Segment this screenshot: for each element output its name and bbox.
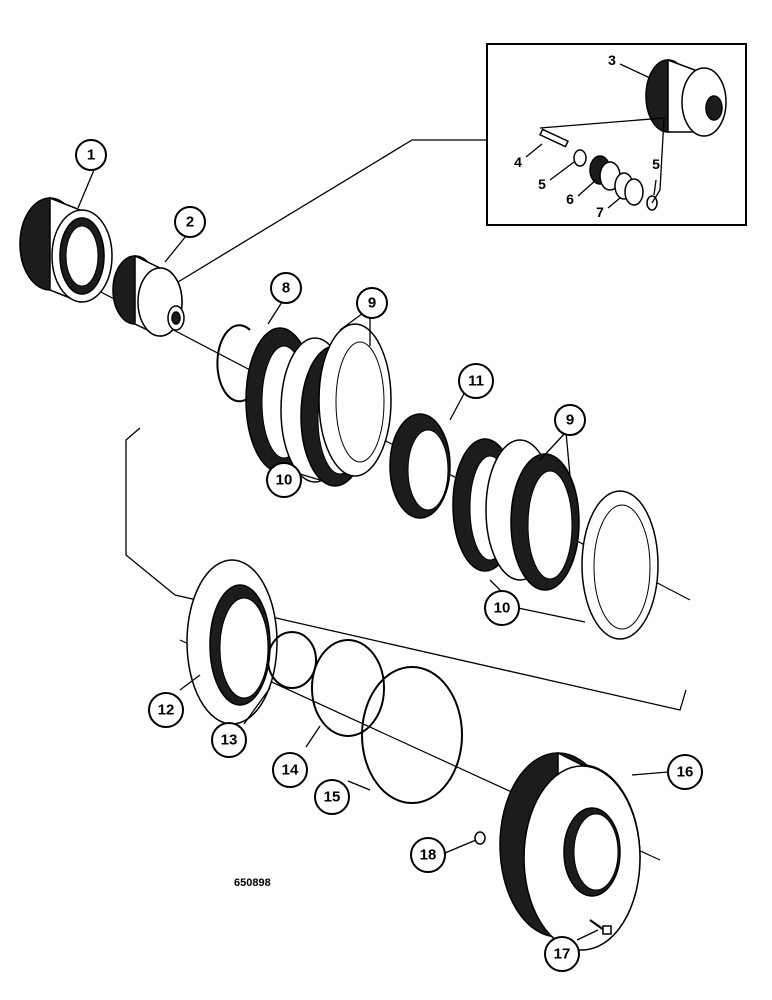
callout-16: 16 (667, 754, 703, 790)
callout-3-label: 3 (608, 52, 616, 68)
clutch-housing-part (499, 751, 641, 951)
callout-15: 15 (314, 779, 350, 815)
callout-1: 1 (75, 139, 107, 171)
inset-leader-line (177, 139, 487, 283)
callout-17: 17 (544, 936, 580, 972)
group-bracket (125, 427, 687, 711)
callout-17-label: 17 (554, 946, 571, 963)
callout-8-label: 8 (282, 280, 290, 297)
callout-2-label: 2 (186, 214, 194, 231)
callout-12: 12 (148, 692, 184, 728)
callout-leaders (77, 63, 669, 941)
callout-9a-label: 9 (368, 295, 376, 312)
inset-carrier-part (645, 58, 727, 137)
seal-15-part (361, 666, 463, 804)
callout-5b-label: 5 (652, 156, 660, 172)
callout-11: 11 (458, 363, 494, 399)
callout-10b: 10 (484, 590, 520, 626)
callout-14-label: 14 (282, 762, 299, 779)
seal-14-part (311, 639, 385, 737)
callout-12-label: 12 (158, 702, 175, 719)
callout-18: 18 (410, 837, 446, 873)
callout-10a-label: 10 (276, 472, 293, 489)
callout-13-label: 13 (221, 732, 238, 749)
bolt-part (589, 919, 612, 935)
callout-9b: 9 (554, 404, 586, 436)
plug-part (474, 831, 486, 845)
callout-18-label: 18 (420, 847, 437, 864)
clutch-pack-2 (452, 438, 659, 640)
ring-gear-part (19, 196, 113, 303)
callout-7-label: 7 (596, 204, 604, 220)
callout-10a: 10 (266, 462, 302, 498)
callout-13: 13 (211, 722, 247, 758)
clutch-hub-part (389, 413, 451, 519)
seal-13-part (267, 631, 317, 689)
callout-6-label: 6 (566, 191, 574, 207)
callout-16-label: 16 (677, 764, 694, 781)
callout-2: 2 (174, 206, 206, 238)
callout-9b-label: 9 (566, 412, 574, 429)
callout-11-label: 11 (468, 373, 484, 390)
callout-15-label: 15 (324, 789, 341, 806)
callout-14: 14 (272, 752, 308, 788)
callout-1-label: 1 (87, 147, 95, 164)
inset-bearing-part (614, 172, 644, 206)
piston-plate-part (186, 559, 278, 725)
inset-leader-internal (539, 117, 665, 204)
callout-8: 8 (270, 272, 302, 304)
callout-4-label: 4 (514, 154, 522, 170)
figure-code: 650898 (234, 877, 271, 889)
clutch-pack-1 (245, 323, 392, 487)
callout-5a-label: 5 (538, 176, 546, 192)
planet-carrier-part (112, 254, 185, 337)
inset-pin-part (539, 128, 569, 148)
callout-9a: 9 (356, 287, 388, 319)
callout-10b-label: 10 (494, 600, 511, 617)
